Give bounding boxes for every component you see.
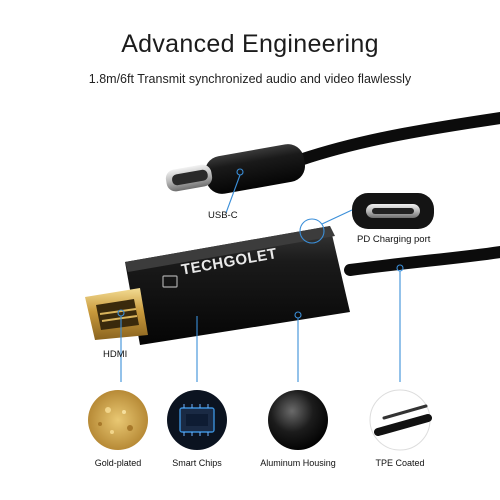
feature-label-aluminum-housing: Aluminum Housing — [260, 458, 336, 468]
usb-c-cable — [294, 112, 500, 166]
page-subtitle: 1.8m/6ft Transmit synchronized audio and… — [88, 72, 412, 86]
feature-label-gold-plated: Gold-plated — [94, 458, 142, 468]
page-title: Advanced Engineering — [121, 30, 379, 58]
cable-cross-section-icon — [369, 389, 432, 451]
feature-label-tpe-coated: TPE Coated — [375, 458, 425, 468]
gold-texture-icon — [88, 390, 148, 450]
chip-icon — [167, 390, 227, 450]
usb-c-label: USB-C — [208, 210, 238, 221]
pd-port-label: PD Charging port — [357, 234, 431, 245]
usb-c-housing — [204, 144, 306, 194]
hdmi-label: HDMI — [103, 349, 128, 360]
display-icon — [162, 275, 178, 288]
hdmi-cable — [344, 246, 500, 276]
aluminum-sphere-icon — [268, 390, 328, 450]
feature-label-smart-chips: Smart Chips — [172, 458, 222, 468]
